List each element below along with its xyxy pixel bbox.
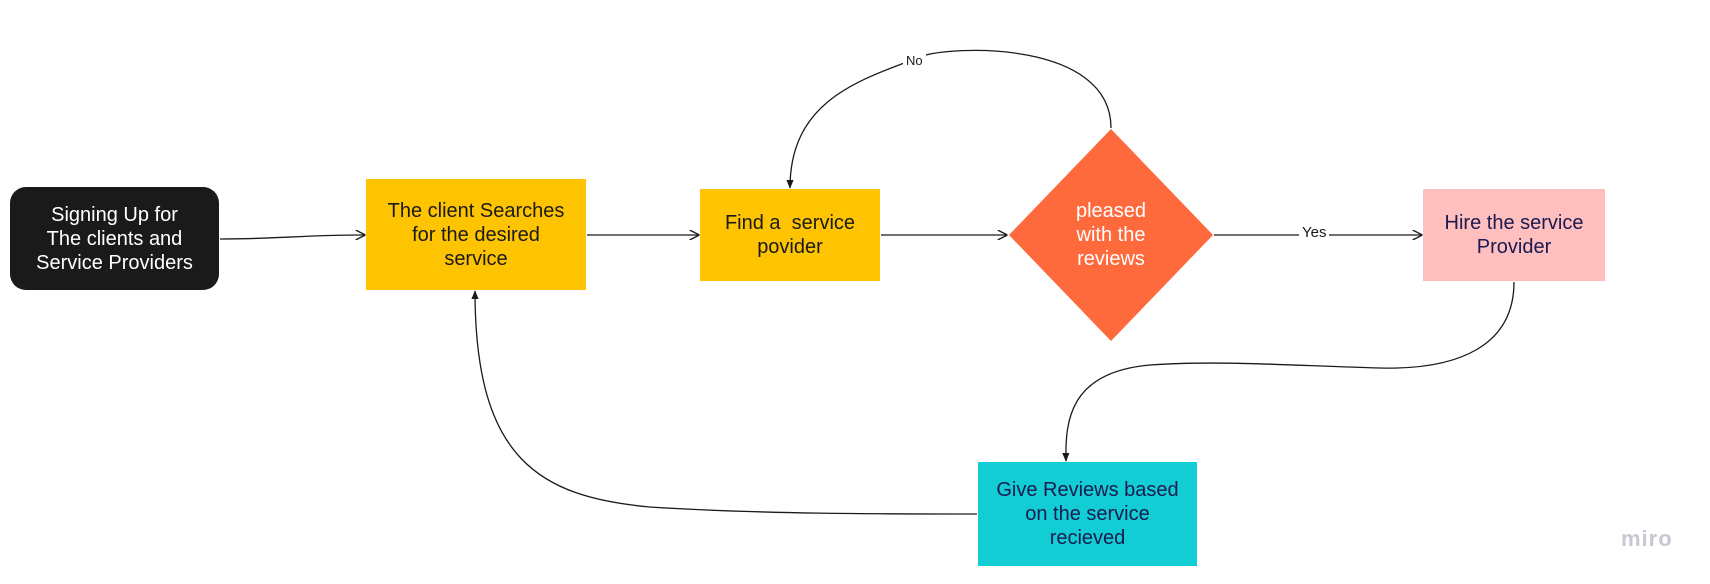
node-give-reviews[interactable]: Give Reviews based on the service reciev… (978, 462, 1197, 566)
miro-watermark: miro (1621, 526, 1673, 551)
node-hire-provider[interactable]: Hire the service Provider (1423, 189, 1605, 281)
connector-hire-to-review[interactable] (1062, 281, 1515, 462)
node-decision-pleased[interactable]: pleased with the reviews (1008, 128, 1214, 342)
node-signing-up-label: Signing Up for The clients and Service P… (36, 203, 193, 274)
connector-review-to-search[interactable] (471, 290, 978, 515)
edge-label-no: No (903, 53, 926, 69)
edge-label-yes: Yes (1299, 225, 1330, 241)
node-decision-label: pleased with the reviews (1075, 200, 1147, 270)
decision-diamond-shape (1009, 129, 1213, 341)
node-hire-provider-label: Hire the service Provider (1444, 212, 1584, 258)
node-client-searches[interactable]: The client Searches for the desired serv… (366, 179, 586, 290)
node-find-provider-label: Find a service povider (724, 212, 856, 258)
node-give-reviews-label: Give Reviews based on the service reciev… (996, 479, 1179, 549)
connector-signup-to-search[interactable] (219, 235, 365, 239)
node-find-provider[interactable]: Find a service povider (700, 189, 880, 281)
node-signing-up[interactable]: Signing Up for The clients and Service P… (10, 187, 219, 290)
node-client-searches-label: The client Searches for the desired serv… (387, 199, 565, 270)
